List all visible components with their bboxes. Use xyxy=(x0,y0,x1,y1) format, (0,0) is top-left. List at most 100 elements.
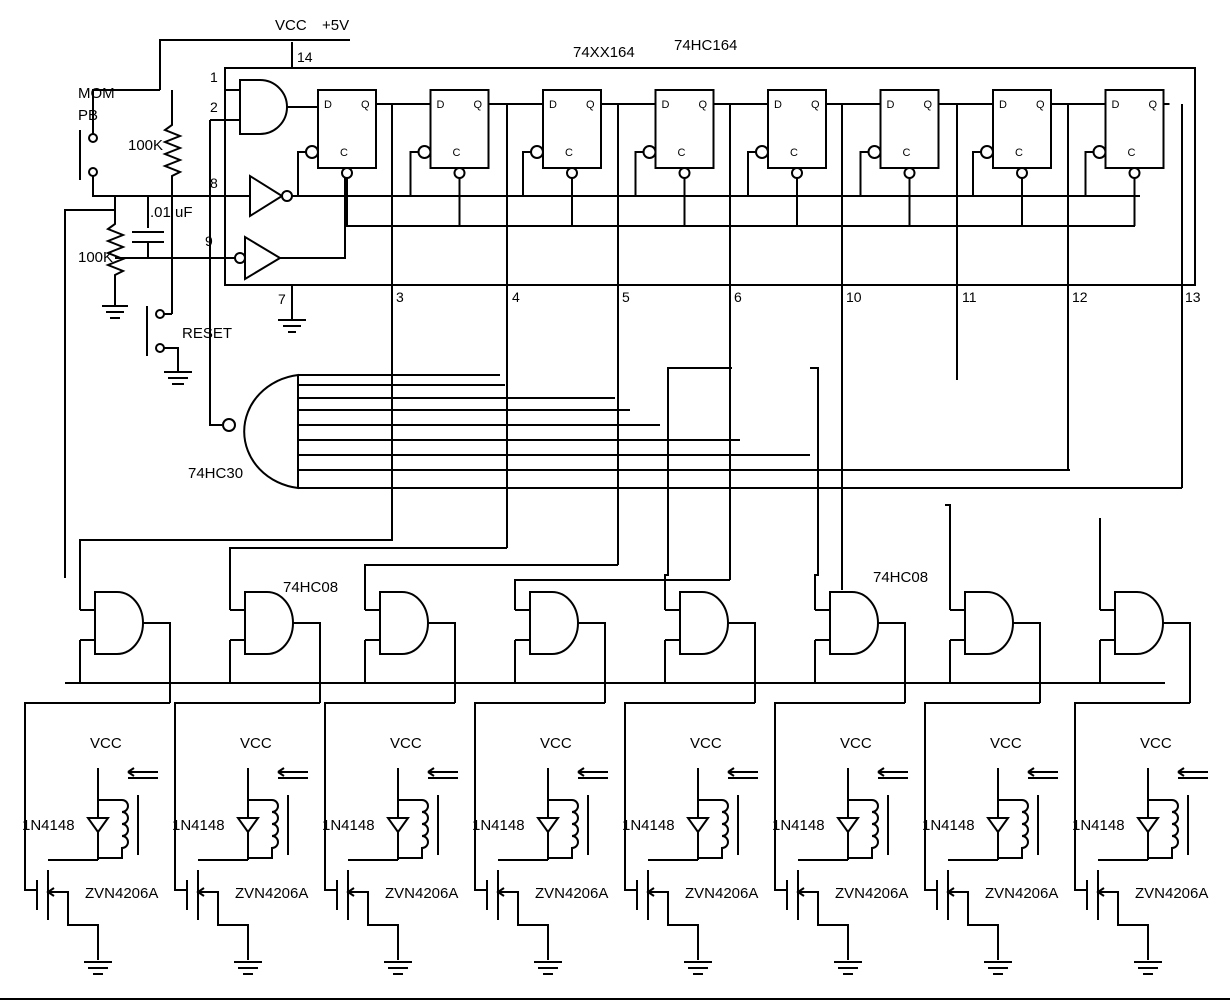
diode-part-label: 1N4148 xyxy=(922,817,975,834)
and-feed-wire xyxy=(664,367,732,610)
out-pin-label-3: 3 xyxy=(396,289,404,305)
ff-q-label: Q xyxy=(586,99,595,111)
ff-clear-bubble xyxy=(566,167,578,179)
ff-clock-wire xyxy=(297,151,306,196)
relay-coil xyxy=(998,799,1029,859)
driver-gate-wire xyxy=(624,702,755,891)
relay-coil xyxy=(698,799,729,859)
mosfet-arrow xyxy=(496,887,505,897)
and-output-wire xyxy=(1163,622,1191,703)
and-input-b xyxy=(664,639,680,683)
diode-symbol xyxy=(836,817,860,834)
and-feed-wire xyxy=(945,504,951,610)
and-input-b xyxy=(1099,639,1115,683)
diode-symbol xyxy=(386,817,410,834)
mosfet-arrow xyxy=(946,887,955,897)
relay-contact-arrow xyxy=(127,767,158,779)
and-output-wire xyxy=(143,622,171,703)
ff-clock-bubble xyxy=(755,145,769,159)
and-gate-body xyxy=(964,591,1014,655)
r2-value-label: 100K xyxy=(78,249,113,266)
nand-74hc30: 74HC30 xyxy=(188,373,299,490)
input-section: MOM PB 100K .01 uF 100K xyxy=(64,69,1140,578)
ff-q-label: Q xyxy=(361,99,370,111)
ff-c-label: C xyxy=(790,147,798,159)
mosfet-source-wire xyxy=(498,891,549,960)
part-74hc164-label: 74HC164 xyxy=(674,37,737,54)
relay-contact-arrow xyxy=(577,767,608,779)
and-gate-body xyxy=(94,591,144,655)
mosfet-source-wire xyxy=(1098,891,1149,960)
mosfet-arrow xyxy=(346,887,355,897)
and-gates xyxy=(79,367,1191,703)
and-gate-6 xyxy=(810,367,906,703)
diode-symbol xyxy=(986,817,1010,834)
vcc-wire xyxy=(159,39,350,90)
diode-symbol xyxy=(1136,817,1160,834)
driver-vcc-label: VCC xyxy=(90,735,122,752)
supply-section: VCC +5V 14 74XX164 74HC164 xyxy=(159,17,737,90)
and-feed-wire xyxy=(364,564,618,610)
part-74xx164-label: 74XX164 xyxy=(573,44,635,61)
ff-clear-bubble xyxy=(1128,167,1141,179)
pin-14-label: 14 xyxy=(297,49,313,65)
mosfet-part-label: ZVN4206A xyxy=(835,885,908,902)
ff-q-label: Q xyxy=(924,99,933,111)
mosfet-source-wire xyxy=(948,891,999,960)
relay-coil xyxy=(398,799,429,859)
ground-symbol xyxy=(102,300,128,319)
mosfet-part-label: ZVN4206A xyxy=(685,885,758,902)
output-pin-labels: 3 4 5 6 10 11 12 13 xyxy=(396,289,1201,305)
ff-clock-wire xyxy=(1084,151,1094,196)
relay-contact-arrow xyxy=(427,767,458,779)
inverter-pin9 xyxy=(175,170,346,281)
diode-part-label: 1N4148 xyxy=(622,817,675,834)
ff-clock-bubble xyxy=(417,145,432,159)
driver-vcc-label: VCC xyxy=(840,735,872,752)
driver-gate-wire xyxy=(924,702,1040,891)
pb-label: PB xyxy=(78,107,98,124)
ff-c-label: C xyxy=(340,147,348,159)
relay-contact-arrow xyxy=(277,767,308,779)
ff-clock-wire xyxy=(972,151,981,196)
mosfet-part-label: ZVN4206A xyxy=(1135,885,1208,902)
ff-c-label: C xyxy=(678,147,686,159)
ff-clear-bubble xyxy=(1016,167,1028,179)
relay-coil xyxy=(248,799,279,859)
driver-vcc-label: VCC xyxy=(690,735,722,752)
ff-clock-wire xyxy=(634,151,644,196)
relay-contact-arrow xyxy=(877,767,908,779)
and-feed-wire xyxy=(229,547,507,610)
diode-part-label: 1N4148 xyxy=(172,817,225,834)
ff-clock-bubble xyxy=(642,145,657,159)
ff-q-label: Q xyxy=(1149,99,1158,111)
and-feed-wire xyxy=(810,367,819,610)
driver-gate-wire xyxy=(24,702,170,891)
ff-clear-bubble xyxy=(453,167,466,179)
and-input-b xyxy=(364,639,380,683)
ff-clock-bubble xyxy=(530,145,544,159)
mosfet-arrow xyxy=(46,887,55,897)
out-pin-label-12: 12 xyxy=(1072,289,1088,305)
resistor-100k-lower xyxy=(105,196,148,300)
diode-symbol xyxy=(686,817,710,834)
and-output-wire xyxy=(578,622,606,703)
driver-vcc-label: VCC xyxy=(540,735,572,752)
ff-clock-wire xyxy=(409,151,419,196)
and-gate-4 xyxy=(514,579,730,703)
ff-clock-bubble xyxy=(1092,145,1107,159)
mosfet-arrow xyxy=(796,887,805,897)
driver-gate-wire xyxy=(774,702,905,891)
relay-coil xyxy=(548,799,579,859)
ground-pin7 xyxy=(278,285,306,333)
driver-vcc-label: VCC xyxy=(240,735,272,752)
